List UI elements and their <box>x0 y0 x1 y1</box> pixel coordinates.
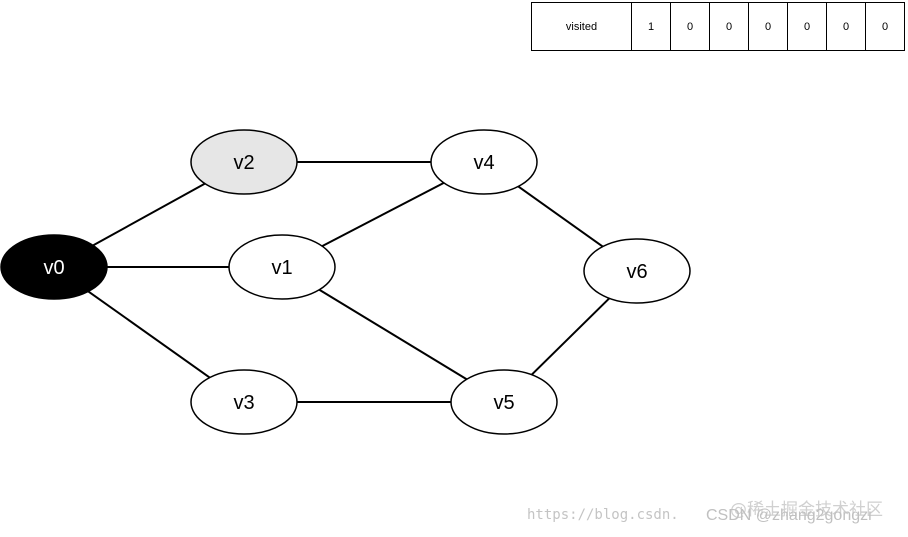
edge-v4-v6 <box>517 185 604 248</box>
node-v3-label: v3 <box>233 392 254 414</box>
node-v0-shape <box>0 234 108 300</box>
node-v2-label: v2 <box>233 152 254 174</box>
node-v5-shape <box>450 369 558 435</box>
node-v0: v0 <box>0 234 108 300</box>
visited-cell-v4: 0 <box>787 2 827 51</box>
node-v1-shape <box>228 234 336 300</box>
node-v3: v3 <box>190 369 298 435</box>
visited-cell-v2: 0 <box>709 2 749 51</box>
edge-v1-v4 <box>321 181 445 248</box>
node-v6-shape <box>583 238 691 304</box>
node-v4: v4 <box>430 129 538 195</box>
watermark-url: https://blog.csdn. <box>527 507 679 523</box>
node-v0-label: v0 <box>43 257 64 279</box>
edge-v1-v5 <box>318 288 468 381</box>
edge-v0-v2 <box>92 182 206 247</box>
visited-cell-v6: 0 <box>865 2 905 51</box>
node-v3-shape <box>190 369 298 435</box>
visited-row: visited 1 0 0 0 0 0 0 <box>531 2 905 51</box>
node-v5-label: v5 <box>493 392 514 414</box>
visited-cell-v3: 0 <box>748 2 788 51</box>
watermark-juejin: @稀土掘金技术社区 <box>730 500 883 520</box>
node-v4-label: v4 <box>473 152 494 174</box>
edges-layer <box>87 161 611 403</box>
nodes-layer: v0 v1 v2 v3 v4 v5 v6 <box>0 129 691 435</box>
edge-v5-v6 <box>530 297 611 376</box>
node-v5: v5 <box>450 369 558 435</box>
visited-cell-v0: 1 <box>631 2 671 51</box>
visited-cell-v5: 0 <box>826 2 866 51</box>
node-v1: v1 <box>228 234 336 300</box>
node-v2: v2 <box>190 129 298 195</box>
node-v1-label: v1 <box>271 257 292 279</box>
node-v6-label: v6 <box>626 261 647 283</box>
watermark-csdn: CSDN @zhang2gongzi <box>706 507 872 524</box>
node-v2-shape <box>190 129 298 195</box>
node-v4-shape <box>430 129 538 195</box>
visited-table: visited 1 0 0 0 0 0 0 <box>531 2 905 51</box>
node-v6: v6 <box>583 238 691 304</box>
edge-v0-v3 <box>87 290 211 379</box>
visited-header-cell: visited <box>531 2 632 51</box>
